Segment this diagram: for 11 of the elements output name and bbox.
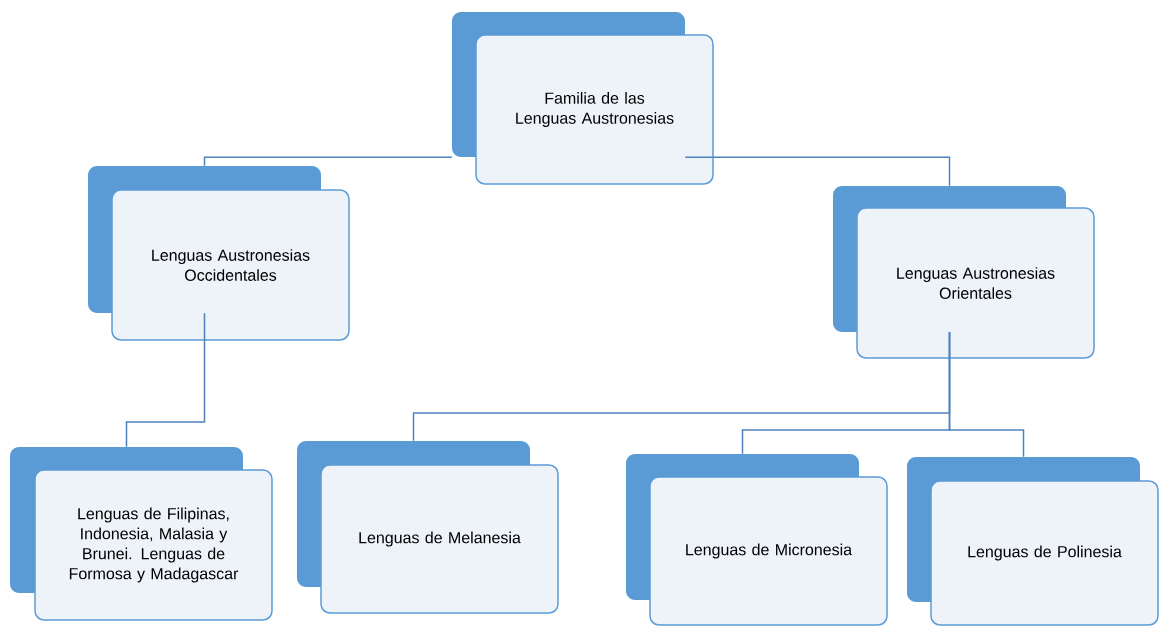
connector-line: [125, 312, 206, 448]
node-box: Familia de las Lenguas Austronesias: [452, 12, 714, 185]
node-box: Lenguas de Micronesia: [626, 454, 888, 626]
connector-line: [948, 331, 1025, 458]
node-box: Lenguas Austronesias Orientales: [833, 186, 1095, 359]
connector-line: [684, 156, 951, 187]
node-box: Lenguas de Polinesia: [907, 457, 1159, 626]
node-box: Lenguas de Filipinas, Indonesia, Malasia y Brunei. Lenguas de Formosa y Madagascar: [10, 447, 273, 621]
node-box: Lenguas Austronesias Occidentales: [88, 166, 350, 341]
node-box: Lenguas de Melanesia: [297, 441, 559, 614]
connector-line: [203, 156, 453, 167]
